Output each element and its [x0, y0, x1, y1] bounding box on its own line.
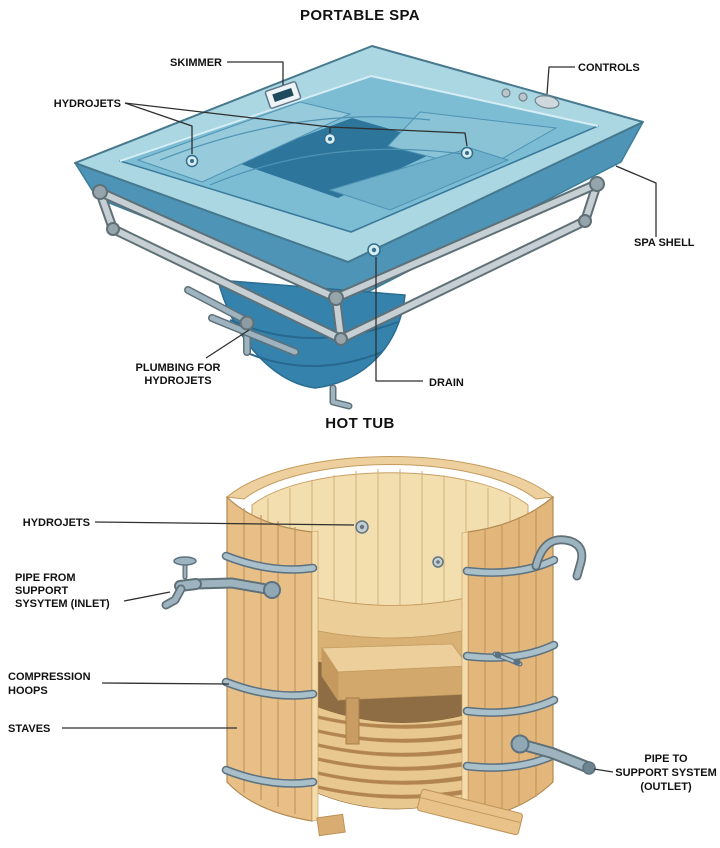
portable-spa-title: PORTABLE SPA [300, 7, 420, 24]
tub-bench-post [345, 697, 360, 745]
hot-tub-figure: HOT TUB [8, 415, 717, 837]
spa-shell-leader-line [615, 165, 657, 237]
tub-inlet-flange [263, 581, 281, 599]
plumbing-label-line1: PLUMBING FOR [136, 362, 221, 374]
spa-hydrojet-2 [323, 132, 337, 146]
tub-hoops-left [221, 551, 318, 788]
spa-footwell [235, 118, 448, 198]
spa-cavity-edge-highlight [119, 74, 599, 162]
spa-hydrojets-leader-1 [124, 102, 193, 154]
tub-hydrojets-label: HYDROJETS [23, 517, 90, 529]
portable-spa-figure: PORTABLE SPA [54, 7, 695, 410]
outlet-leader-line [593, 768, 614, 773]
hoops-leader-line [101, 682, 230, 685]
plumbing-leader-line [205, 329, 250, 359]
spa-hydrojets-label: HYDROJETS [54, 98, 121, 110]
hoops-label-line2: HOOPS [8, 685, 48, 697]
plumbing-label-line2: HYDROJETS [144, 375, 211, 387]
spa-skimmer [264, 81, 302, 109]
tub-outlet-end [582, 761, 596, 775]
tub-hydrojet-1 [355, 520, 369, 534]
inlet-label-line1: PIPE FROM [15, 572, 76, 584]
spa-controls [501, 88, 560, 109]
tub-loose-plank [417, 788, 523, 836]
spa-frame-clamps [92, 176, 605, 346]
hoops-label-line1: COMPRESSION [8, 671, 91, 683]
drain-label: DRAIN [429, 377, 464, 389]
inlet-leader-line [123, 591, 171, 602]
spa-plumbing-pipes [184, 286, 299, 356]
skimmer-leader-line [227, 61, 284, 85]
tub-hydrojets-leader-line [94, 521, 355, 526]
inlet-label-line3: SYSYTEM (INLET) [15, 598, 110, 610]
tub-outlet-flange [510, 734, 530, 754]
outlet-label-line1: PIPE TO [644, 753, 688, 765]
spa-seat-contour-2 [209, 148, 471, 186]
spa-seat-step [328, 147, 510, 211]
tub-hoops-right [462, 555, 559, 772]
spa-shell-label: SPA SHELL [634, 237, 695, 249]
tub-left-cut-edge [311, 530, 319, 822]
tub-rim-hook-pipe [531, 535, 587, 581]
spa-pedestal-contour-2 [244, 351, 383, 367]
tub-valve-handle [173, 556, 197, 566]
tub-hydrojet-2 [432, 556, 444, 568]
controls-label: CONTROLS [578, 62, 640, 74]
outlet-label-line2: SUPPORT SYSTEM [615, 767, 716, 779]
spa-metal-frame [92, 176, 605, 346]
outlet-label-line3: (OUTLET) [640, 781, 692, 793]
spa-hydrojet-3 [460, 146, 474, 160]
skimmer-label: SKIMMER [170, 57, 222, 69]
spa-plumbing-joint [239, 315, 255, 331]
tub-inlet-pipe [161, 556, 281, 610]
hot-tub-title: HOT TUB [325, 415, 394, 432]
tub-outlet-pipe [510, 734, 596, 775]
staves-label: STAVES [8, 723, 50, 735]
spa-drain-stub [329, 384, 353, 410]
portable-spa-callouts: SKIMMER CONTROLS HYDROJETS SPA SHELL PLU… [54, 57, 695, 389]
inlet-label-line2: SUPPORT [15, 585, 68, 597]
tub-hoop-tensioner [492, 651, 523, 667]
spa-hydrojet-1 [185, 154, 199, 168]
spa-drain [367, 243, 381, 257]
hot-tub-callouts: HYDROJETS PIPE FROM SUPPORT SYSYTEM (INL… [8, 517, 717, 793]
drain-leader-line [375, 257, 423, 382]
spa-hydrojets-leader-3 [329, 126, 468, 147]
portable-spa-illustration [74, 45, 644, 410]
controls-leader-line [546, 66, 575, 95]
tub-lower-bench [321, 643, 469, 745]
hot-tub-illustration [161, 456, 596, 837]
tub-right-cut-edge [461, 531, 469, 822]
tub-wood-block [316, 813, 346, 837]
